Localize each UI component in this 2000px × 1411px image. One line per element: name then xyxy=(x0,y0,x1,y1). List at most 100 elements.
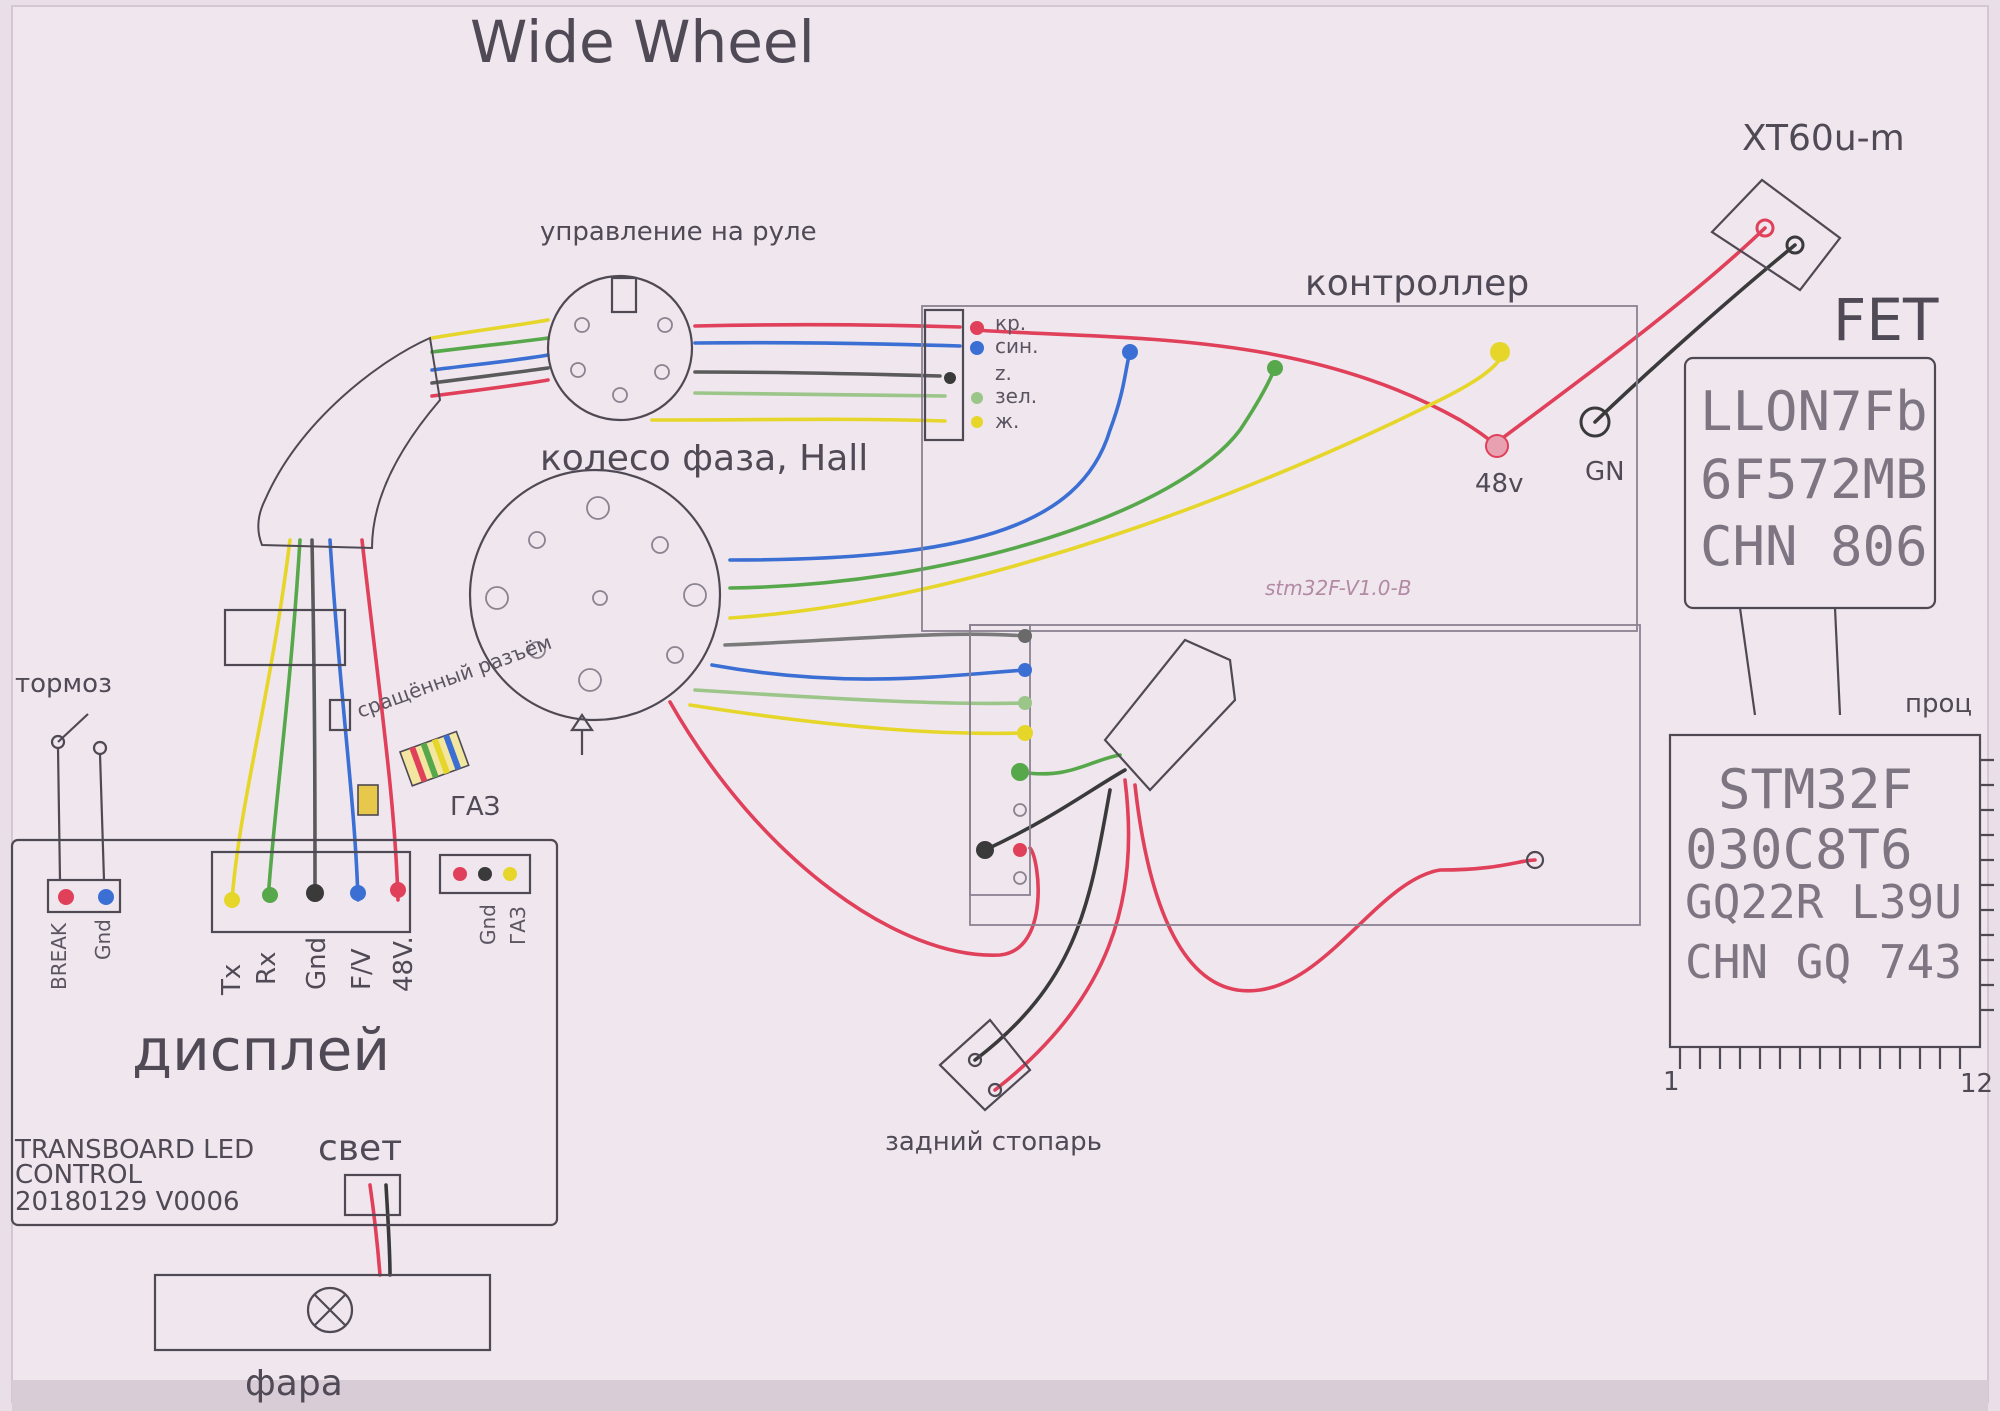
handlebar-pin xyxy=(657,317,673,333)
fet-leg xyxy=(1738,607,1757,716)
brake-pin-label: BREAK xyxy=(47,922,71,990)
wire-red-hall-loop xyxy=(668,700,1040,957)
wire-bundle-green xyxy=(430,336,550,354)
handlebar-pin xyxy=(574,317,590,333)
main-pin-red xyxy=(390,882,406,898)
handlebar-pin xyxy=(654,364,670,380)
wire-green-handlebar xyxy=(693,391,947,398)
connector-pin-label: ж. xyxy=(995,409,1019,433)
xt60-label: XT60u-m xyxy=(1742,118,1905,159)
hall-panel xyxy=(969,624,1641,926)
wire-black-headlight xyxy=(384,1183,392,1277)
headlight-label: фара xyxy=(245,1363,343,1404)
brake-pin-blue xyxy=(98,889,114,905)
brake: тормоз xyxy=(15,669,112,881)
connector-pin-label: кр. xyxy=(995,311,1026,335)
main-pin-black xyxy=(306,884,324,902)
wheel-pin xyxy=(528,531,546,549)
wheel-pin xyxy=(578,668,602,692)
brake-pin-label: Gnd xyxy=(91,919,115,960)
gas-label: ГАЗ xyxy=(450,792,500,822)
hall-pin-empty xyxy=(1013,803,1027,817)
board-text: CONTROL xyxy=(15,1160,142,1190)
wheel-pin xyxy=(683,583,707,607)
hall-pin-green-2 xyxy=(1011,763,1029,781)
splice-plug xyxy=(328,698,352,732)
wire-red-to-48v xyxy=(973,328,1499,448)
arrow-up-icon xyxy=(569,713,595,755)
main-pin-label: Rx xyxy=(252,952,282,985)
wire-red-extra xyxy=(1133,783,1537,993)
wire-green-phase xyxy=(728,366,1277,590)
rear-light-plug xyxy=(938,1018,1032,1112)
power-48v-label: 48v xyxy=(1475,469,1523,499)
wire-black-taillight xyxy=(973,788,1112,1062)
color-swatch xyxy=(398,730,470,787)
stm-marking: 030C8T6 xyxy=(1685,818,1913,881)
connector-pin-label: зел. xyxy=(995,384,1037,408)
wire-yellow-phase xyxy=(728,353,1505,620)
wire-blue-phase xyxy=(728,350,1132,562)
rear-light-pin xyxy=(967,1052,983,1068)
wire-red-headlight xyxy=(368,1183,382,1277)
wire-bundle-blue xyxy=(430,353,550,372)
pin-green xyxy=(971,392,983,404)
power-gnd-terminal xyxy=(1579,406,1611,438)
wire-black-display xyxy=(310,538,317,902)
wheel-connector: колесо фаза, Hall xyxy=(468,438,868,755)
stm-body xyxy=(1668,733,1982,1049)
wheel-pin xyxy=(666,646,684,664)
splice-block xyxy=(223,608,347,667)
splice-plug xyxy=(357,784,379,816)
fet-body xyxy=(1683,356,1937,610)
wire-red-display xyxy=(360,538,400,902)
wire-red-xt60 xyxy=(1498,226,1767,442)
brake-connector xyxy=(46,878,122,914)
wire-bundle-yellow xyxy=(430,318,550,340)
wire-yellow-display xyxy=(230,538,292,902)
hall-pin-black xyxy=(1018,629,1032,643)
headlight: фара xyxy=(153,1273,492,1404)
stm-marking: STM32F xyxy=(1718,758,1913,821)
main-pin-label: F/V xyxy=(347,948,377,990)
hall-pin-black-2 xyxy=(976,841,994,859)
stm-pin-first: 1 xyxy=(1663,1067,1680,1097)
pin-black xyxy=(944,372,956,384)
diagram-title: Wide Wheel xyxy=(470,8,815,76)
main-pin-blue xyxy=(350,885,366,901)
wheel-pin xyxy=(485,586,509,610)
hall-pin-empty xyxy=(1013,871,1027,885)
xt60-body xyxy=(1710,178,1842,292)
wheel-pin xyxy=(586,496,610,520)
main-pin-yellow xyxy=(224,892,240,908)
xt60-pin-red xyxy=(1755,218,1775,238)
phase-pin-blue xyxy=(1122,344,1138,360)
gas-pin-label: ГАЗ xyxy=(506,906,530,945)
wheel-pin xyxy=(651,536,669,554)
controller-board xyxy=(921,305,1638,632)
brake-pin-red xyxy=(58,889,74,905)
handlebar-connector-key xyxy=(610,276,638,314)
wire-blue-hall xyxy=(710,663,1027,681)
brake-wire xyxy=(56,747,106,881)
wheel-pin xyxy=(528,641,546,659)
wire-red-taillight xyxy=(993,778,1131,1092)
light-label: свет xyxy=(318,1128,402,1169)
hall-pin-yellow xyxy=(1017,725,1033,741)
display-label: дисплей xyxy=(132,1016,390,1084)
wire-yellow-handlebar xyxy=(650,417,947,423)
fet-marking: LLON7Fb xyxy=(1700,380,1928,443)
display-board: дисплей BREAK Gnd Tx Rx Gnd F/V 48V. ГАЗ… xyxy=(10,792,559,1227)
hall-pin-blue xyxy=(1018,663,1032,677)
stm-marking: GQ22R L39U xyxy=(1685,875,1962,929)
brake-switch-lever xyxy=(57,713,89,743)
fet-marking: 6F572MB xyxy=(1700,448,1928,511)
brake-label: тормоз xyxy=(15,669,112,699)
wheel-pin xyxy=(592,590,608,606)
pin-yellow xyxy=(971,416,983,428)
wire-blue-display xyxy=(328,538,360,902)
stm-pins-right xyxy=(1980,758,1994,1012)
phase-pin-green xyxy=(1267,360,1283,376)
rear-light-pin xyxy=(987,1082,1003,1098)
